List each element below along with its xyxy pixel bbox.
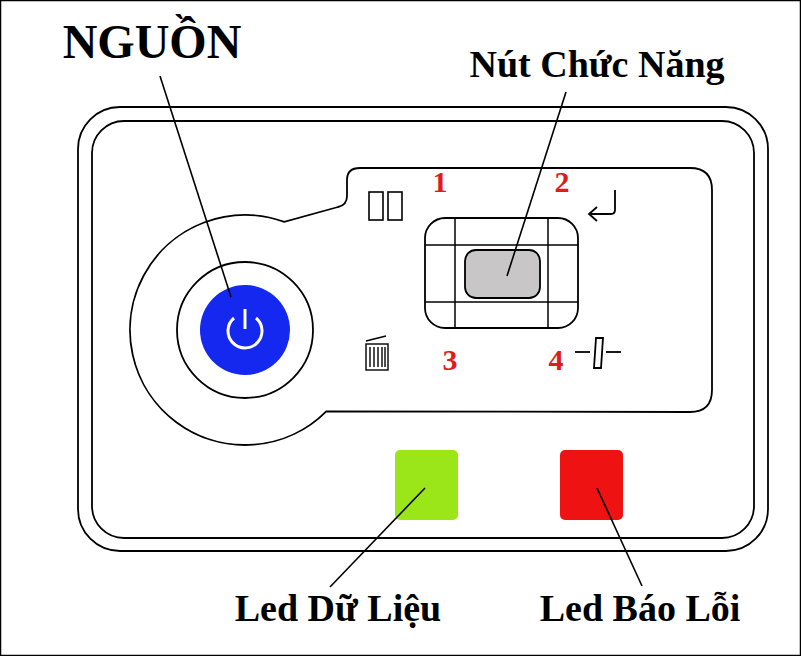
leader-line bbox=[330, 488, 425, 587]
function-button bbox=[465, 250, 540, 298]
leader-line bbox=[597, 488, 642, 586]
error-led bbox=[560, 450, 623, 520]
trash-icon bbox=[366, 336, 388, 370]
callout-number: 1 bbox=[433, 167, 448, 197]
panel-outer bbox=[78, 107, 768, 551]
callout-number: 4 bbox=[549, 345, 564, 375]
cut-icon bbox=[575, 338, 621, 368]
enter-icon bbox=[589, 190, 615, 221]
pad-grid bbox=[454, 218, 456, 328]
pad-grid bbox=[425, 244, 578, 246]
part-name: Led Báo Lỗi bbox=[540, 589, 741, 627]
copy-icon bbox=[388, 192, 402, 220]
power-icon bbox=[244, 309, 247, 329]
function-pad bbox=[425, 218, 578, 328]
copy-icon bbox=[369, 192, 383, 220]
leader-line bbox=[160, 76, 231, 297]
pad-grid bbox=[547, 218, 549, 328]
part-name: Nút Chức Năng bbox=[469, 45, 724, 83]
control-region bbox=[130, 168, 712, 445]
callout-number: 3 bbox=[443, 345, 458, 375]
callout-number: 2 bbox=[555, 167, 570, 197]
part-name: NGUỒN bbox=[63, 18, 242, 66]
power-ring bbox=[177, 262, 313, 398]
pad-grid bbox=[425, 301, 578, 303]
power-button bbox=[200, 285, 290, 375]
part-name: Led Dữ Liệu bbox=[235, 589, 442, 627]
panel-inner bbox=[92, 121, 754, 538]
